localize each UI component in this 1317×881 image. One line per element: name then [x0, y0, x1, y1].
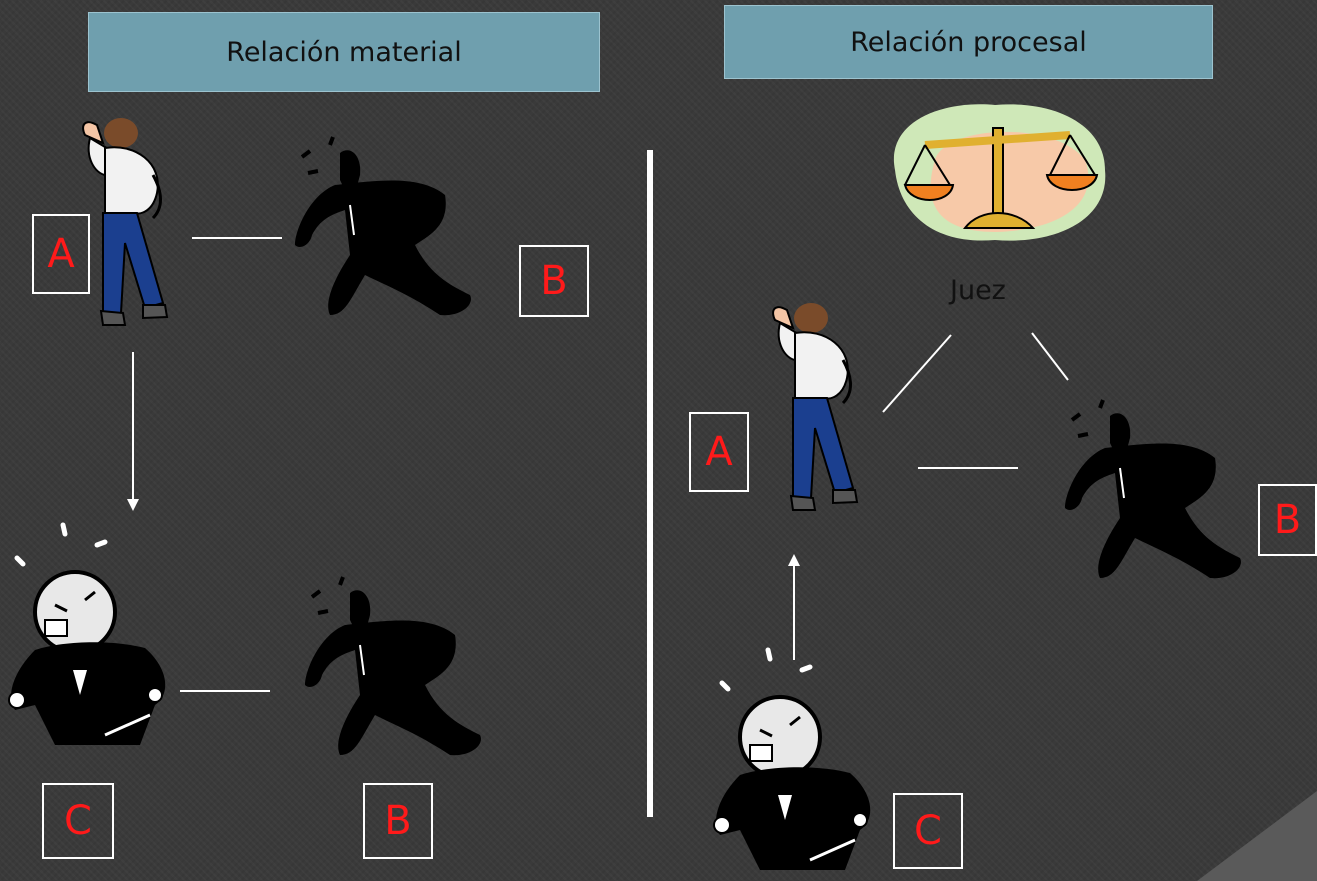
angry-man-icon — [8, 522, 166, 745]
running-man-icon — [295, 136, 471, 316]
running-man-icon — [1065, 399, 1241, 579]
label-c-material: C — [42, 783, 114, 859]
label-b-material-bottom: B — [363, 783, 433, 859]
line-juez-b — [1031, 332, 1069, 381]
title-relacion-material: Relación material — [88, 12, 600, 92]
thinking-man-icon — [82, 118, 169, 326]
label-a-procesal: A — [689, 412, 749, 492]
label-b-procesal: B — [1258, 484, 1317, 556]
title-relacion-procesal: Relación procesal — [724, 5, 1213, 79]
thinking-man-icon — [772, 303, 859, 511]
angry-man-icon — [713, 647, 871, 870]
corner-decoration — [1197, 791, 1317, 881]
label-a-material: A — [32, 214, 90, 294]
label-b-material-top: B — [519, 245, 589, 317]
judge-label: Juez — [950, 275, 1006, 306]
justice-scale-icon — [893, 104, 1106, 241]
line-juez-a — [882, 334, 952, 413]
running-man-icon — [305, 576, 481, 756]
label-c-procesal: C — [893, 793, 963, 869]
